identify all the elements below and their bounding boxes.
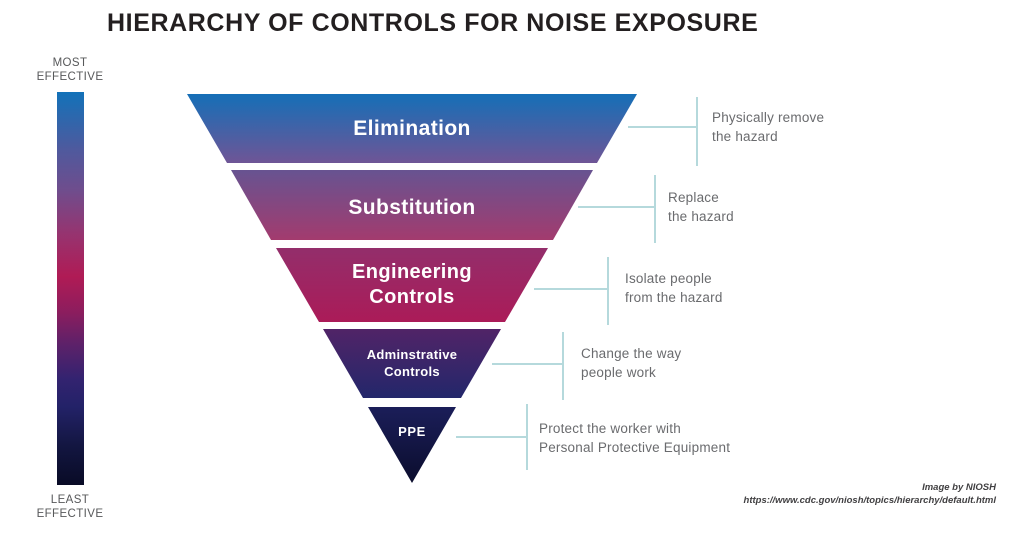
description-substitution: Replace the hazard bbox=[668, 190, 734, 224]
level-label-substitution: Substitution bbox=[348, 196, 476, 219]
least-effective-label: LEAST EFFECTIVE bbox=[36, 494, 104, 520]
description-administrative-controls: Change the way people work bbox=[581, 346, 682, 380]
level-label-elimination: Elimination bbox=[353, 117, 471, 140]
attribution: Image by NIOSH https://www.cdc.gov/niosh… bbox=[744, 481, 996, 507]
connector-line-ppe-horizontal bbox=[456, 436, 527, 438]
most-effective-label: MOST EFFECTIVE bbox=[36, 57, 104, 83]
pyramid-level-administrative-controls-shape bbox=[323, 329, 501, 398]
connector-line-substitution-vertical bbox=[654, 175, 656, 243]
level-label-engineering-controls: Engineering Controls bbox=[352, 261, 472, 308]
effectiveness-gradient-bar bbox=[57, 92, 84, 485]
connector-line-administrative-vertical bbox=[562, 332, 564, 400]
description-ppe: Protect the worker with Personal Protect… bbox=[539, 421, 731, 455]
level-label-administrative-controls: Adminstrative Controls bbox=[366, 347, 458, 379]
attribution-url: https://www.cdc.gov/niosh/topics/hierarc… bbox=[743, 495, 996, 506]
page-title: HIERARCHY OF CONTROLS FOR NOISE EXPOSURE bbox=[107, 9, 759, 37]
pyramid-level-ppe-shape bbox=[368, 407, 456, 483]
connector-line-engineering-horizontal bbox=[534, 288, 608, 290]
attribution-credit: Image by NIOSH bbox=[922, 482, 996, 493]
pyramid-level-engineering-controls-shape bbox=[276, 248, 548, 322]
pyramid-level-substitution-shape bbox=[231, 170, 593, 240]
connector-line-substitution-horizontal bbox=[578, 206, 655, 208]
connector-line-engineering-vertical bbox=[607, 257, 609, 325]
connector-line-ppe-vertical bbox=[526, 404, 528, 470]
connector-line-administrative-horizontal bbox=[492, 363, 563, 365]
description-engineering-controls: Isolate people from the hazard bbox=[625, 271, 723, 305]
description-elimination: Physically remove the hazard bbox=[712, 110, 825, 144]
connector-line-elimination-vertical bbox=[696, 97, 698, 166]
level-label-ppe: PPE bbox=[398, 424, 426, 439]
connector-line-elimination-horizontal bbox=[628, 126, 698, 128]
pyramid-level-elimination-shape bbox=[187, 94, 637, 163]
